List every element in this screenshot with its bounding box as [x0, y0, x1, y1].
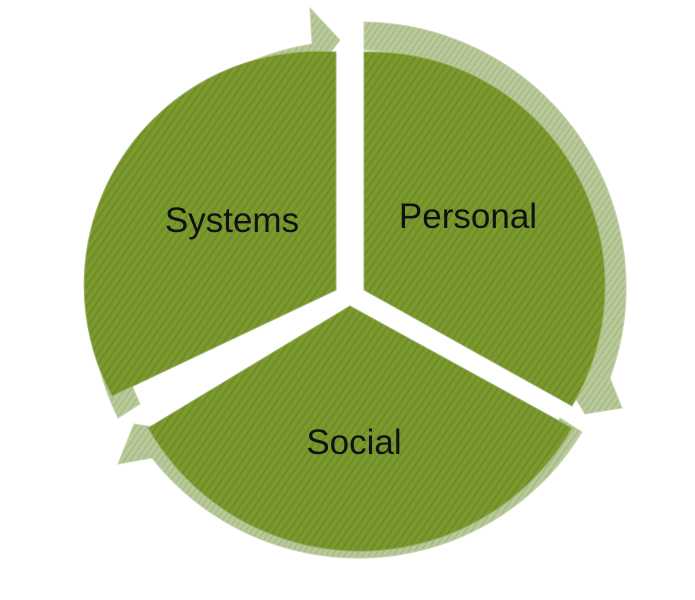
segment-personal	[363, 51, 606, 407]
segment-systems	[83, 50, 337, 397]
segment-label-systems: Systems	[165, 201, 299, 240]
segment-social	[147, 305, 573, 552]
segment-label-social: Social	[306, 423, 401, 462]
segment-label-personal: Personal	[399, 197, 537, 236]
